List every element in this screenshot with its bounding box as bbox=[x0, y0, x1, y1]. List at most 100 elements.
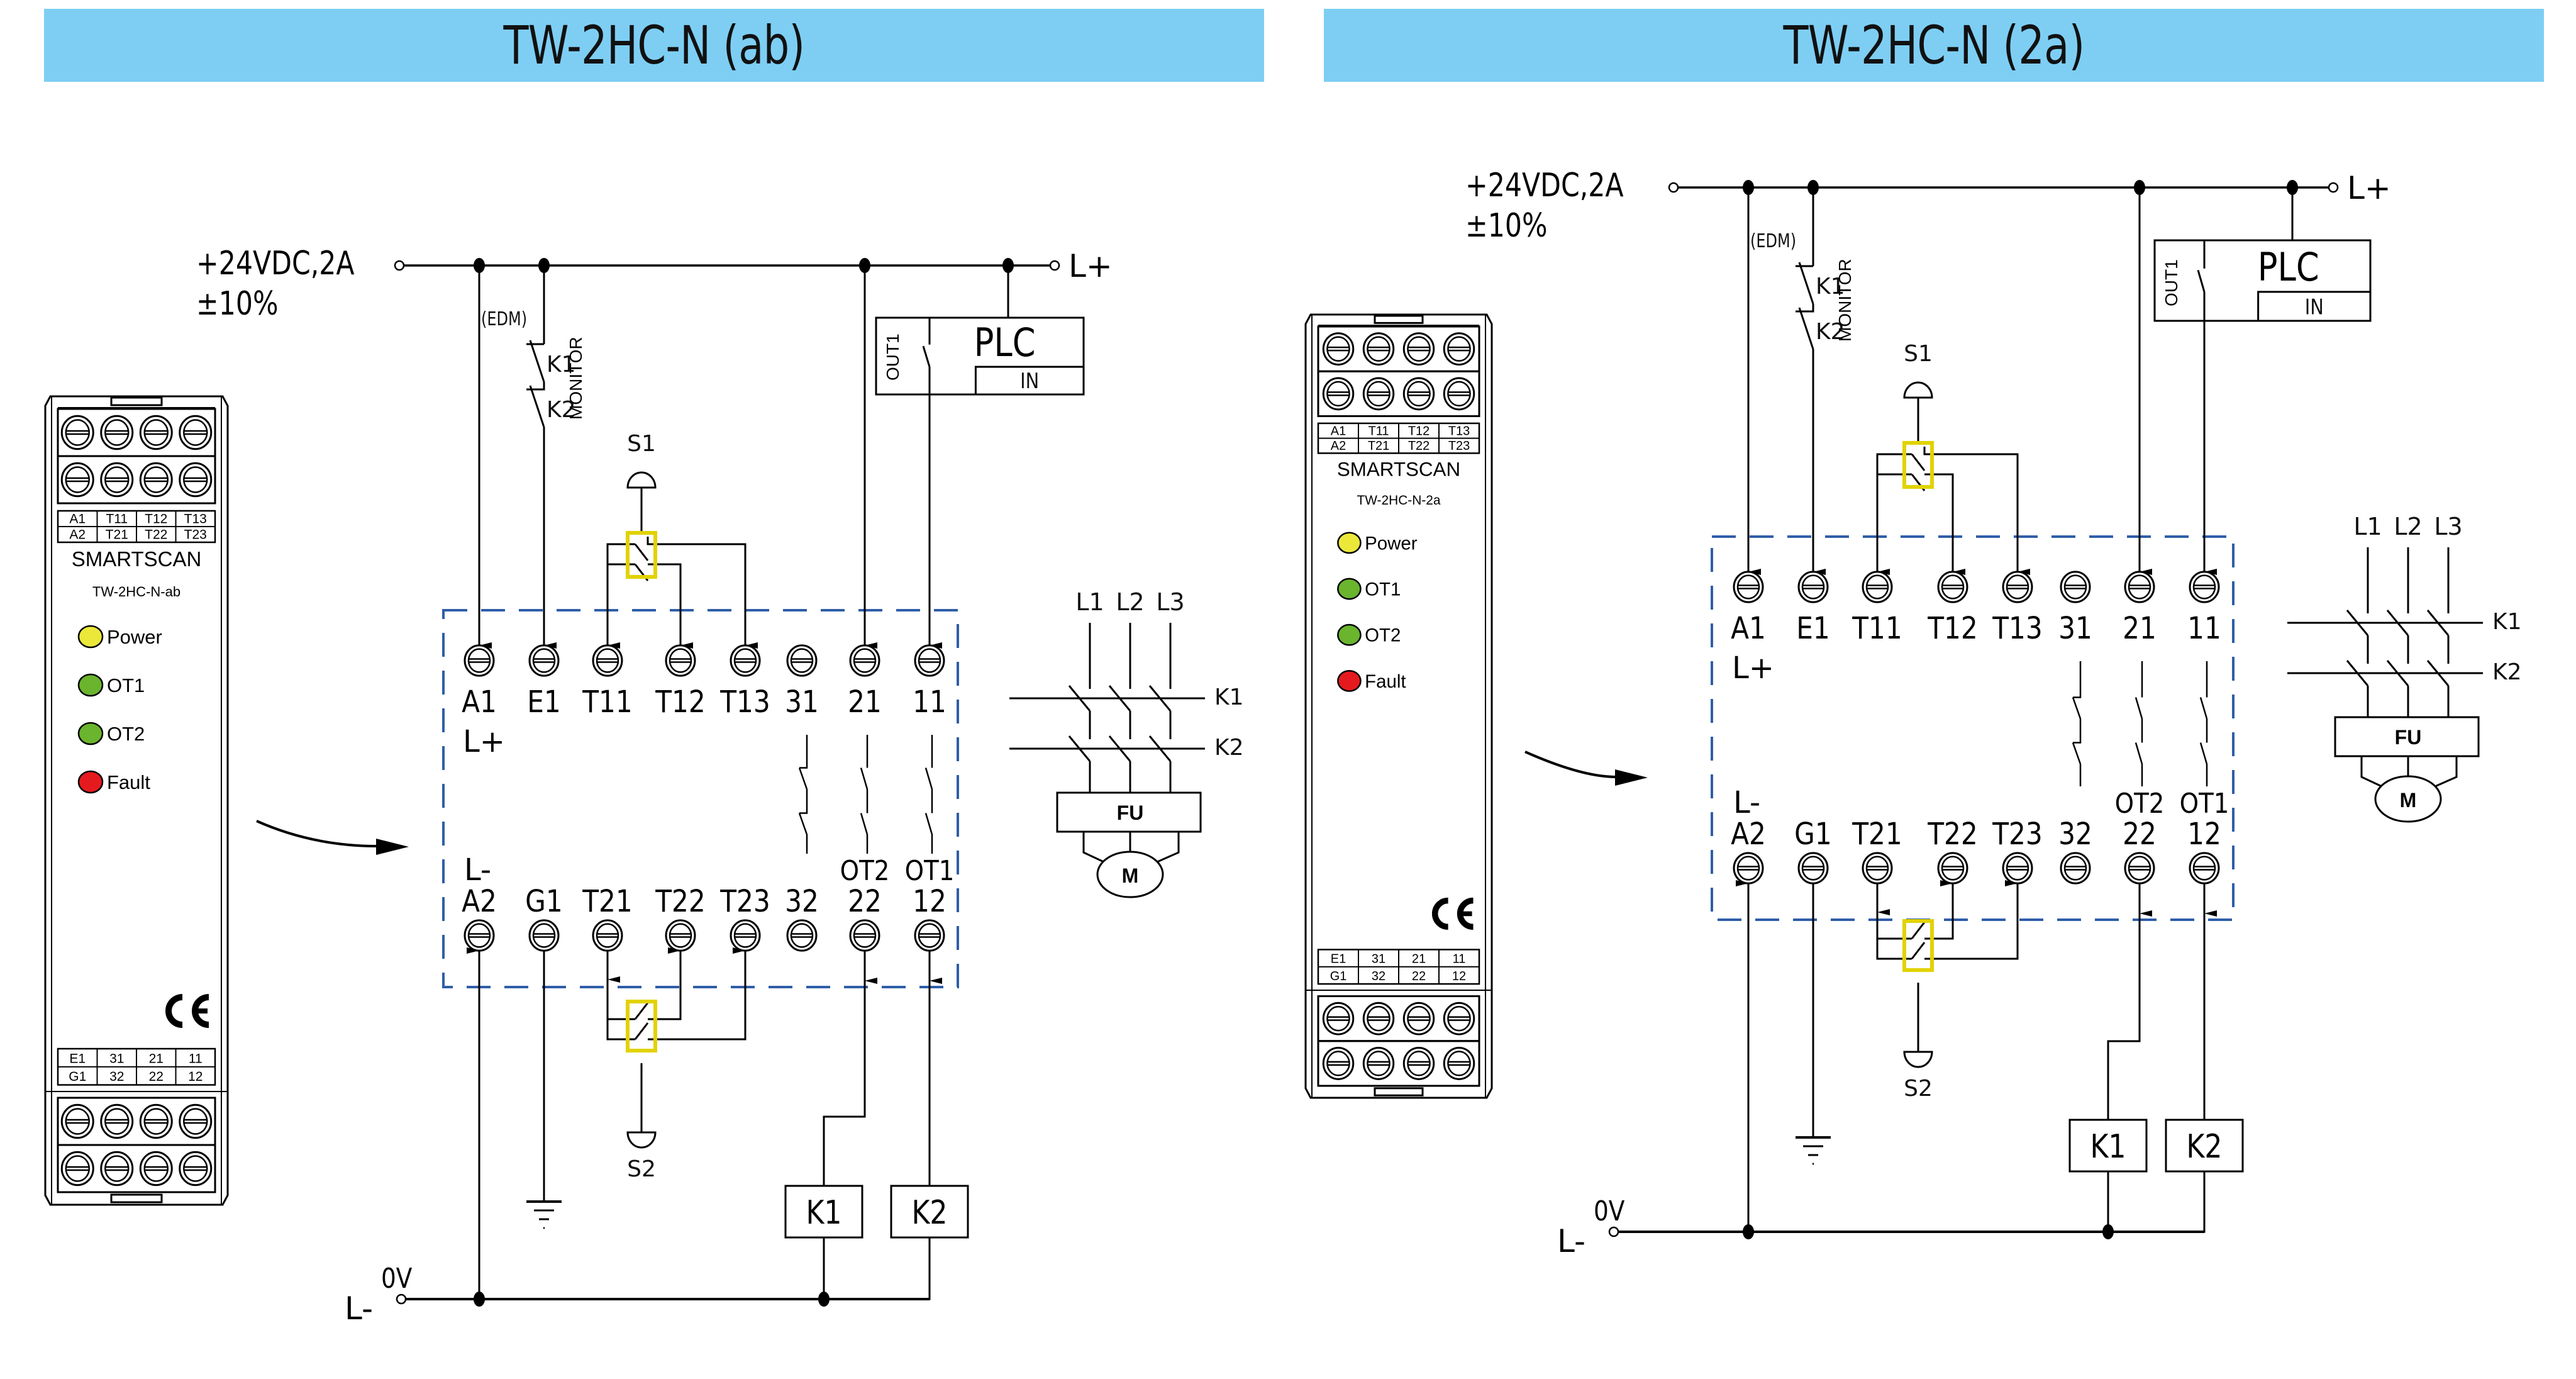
screw-inner-ring bbox=[104, 466, 130, 493]
terminal-t13-icon bbox=[730, 644, 761, 677]
terminal-label: T23 bbox=[719, 883, 770, 918]
table-cell: A2 bbox=[69, 528, 86, 542]
terminal-block bbox=[57, 1144, 216, 1193]
table-cell: G1 bbox=[1330, 969, 1347, 983]
screw-terminal-icon bbox=[1443, 332, 1475, 366]
table-cell: T13 bbox=[184, 512, 207, 527]
ground-icon bbox=[526, 1200, 562, 1229]
contact-k2 bbox=[526, 382, 545, 391]
contactor-k1-label: K1 bbox=[1214, 684, 1244, 710]
terminal-label: G1 bbox=[1794, 816, 1832, 851]
terminal-label: G1 bbox=[525, 883, 563, 918]
table-cell: T21 bbox=[1368, 439, 1389, 453]
wire-22-to-k1 bbox=[823, 951, 866, 1186]
contact-31-32 bbox=[2073, 718, 2082, 744]
terminal-label: T21 bbox=[1852, 816, 1902, 851]
plc-in-label: IN bbox=[2305, 296, 2324, 320]
contact-blade bbox=[2199, 742, 2208, 764]
screw-inner-ring bbox=[183, 1108, 208, 1135]
terminal-block bbox=[1317, 1040, 1480, 1087]
terminal-label: 21 bbox=[848, 684, 882, 719]
internal-relay-contacts bbox=[798, 735, 933, 854]
screw-inner-ring bbox=[2128, 574, 2151, 600]
screw-inner-ring bbox=[596, 923, 619, 948]
terminal-g1-icon bbox=[1797, 852, 1829, 885]
terminal-label: T12 bbox=[1927, 610, 1977, 645]
motor-lead bbox=[2434, 756, 2458, 788]
contact-blade bbox=[1911, 922, 1926, 939]
screw-inner-ring bbox=[918, 923, 941, 948]
mushroom-button-icon bbox=[626, 471, 657, 489]
coil-k2: K2 bbox=[2165, 1119, 2244, 1232]
drive-fu-box bbox=[2334, 716, 2480, 757]
screw-terminal-icon bbox=[1322, 332, 1355, 366]
switch-label: S1 bbox=[1904, 341, 1933, 367]
screw-terminal-icon bbox=[179, 1103, 213, 1139]
terminal-12-icon bbox=[914, 919, 945, 952]
contact-blade bbox=[798, 768, 808, 790]
junction-dot bbox=[1743, 180, 1754, 195]
terminal-32-icon bbox=[2060, 852, 2091, 885]
contact-31-32 bbox=[799, 789, 808, 814]
table-cell: T11 bbox=[1368, 424, 1389, 438]
terminal-a2-icon bbox=[464, 919, 495, 952]
terminal-label: T13 bbox=[1992, 610, 2042, 645]
led-indicator-ot1 bbox=[77, 673, 104, 697]
screw-inner-ring bbox=[1367, 336, 1391, 362]
terminal-e1-icon bbox=[1797, 571, 1829, 603]
terminal-open-circle bbox=[1608, 1226, 1619, 1237]
terminal-open-circle bbox=[2328, 182, 2339, 193]
screw-inner-ring bbox=[143, 1108, 169, 1135]
table-cell: E1 bbox=[69, 1051, 86, 1066]
screw-inner-ring bbox=[669, 648, 692, 673]
plc-label: PLC bbox=[2258, 245, 2319, 290]
motor-lead bbox=[1082, 832, 1104, 863]
phase-label-l2: L2 bbox=[2394, 513, 2422, 540]
screw-terminal-icon bbox=[139, 1103, 173, 1139]
terminal-label: T11 bbox=[1852, 610, 1902, 645]
terminal-label: T11 bbox=[582, 684, 632, 719]
mushroom-button-icon bbox=[626, 1131, 657, 1149]
motor-lead bbox=[2360, 756, 2382, 788]
screw-terminal-icon bbox=[179, 415, 213, 450]
coil-label: K2 bbox=[2186, 1128, 2222, 1166]
screw-terminal-icon bbox=[139, 1151, 173, 1186]
output-ot1-label: OT1 bbox=[905, 855, 955, 887]
terminal-label: T23 bbox=[1992, 816, 2042, 851]
screw-inner-ring bbox=[183, 1155, 208, 1182]
terminal-label: T21 bbox=[582, 883, 632, 918]
junction-dot bbox=[2102, 1224, 2114, 1239]
terminal-t22-icon bbox=[1937, 852, 1968, 885]
device-body bbox=[44, 395, 229, 1206]
junction-dot bbox=[474, 1292, 485, 1307]
table-cell: 11 bbox=[1453, 952, 1466, 966]
screw-inner-ring bbox=[143, 466, 169, 493]
screw-terminal-icon bbox=[60, 415, 94, 450]
screw-inner-ring bbox=[65, 1108, 90, 1135]
plc-label: PLC bbox=[974, 320, 1036, 366]
rail-plus-label: L+ bbox=[1069, 248, 1113, 284]
ground-icon bbox=[1796, 1136, 1831, 1165]
screw-inner-ring bbox=[2006, 574, 2029, 600]
terminal-21-icon bbox=[2124, 571, 2155, 603]
terminal-label: 31 bbox=[785, 684, 819, 719]
terminal-a1-icon bbox=[464, 644, 495, 677]
table-cell: T22 bbox=[145, 528, 167, 542]
terminal-t23-icon bbox=[730, 919, 761, 952]
screw-terminal-icon bbox=[179, 1151, 213, 1186]
led-indicator-power bbox=[77, 625, 104, 649]
plc-out1-label: OUT1 bbox=[883, 333, 902, 381]
table-cell: T12 bbox=[1408, 424, 1430, 438]
contact-blade bbox=[1798, 262, 1814, 304]
coil-label: K1 bbox=[806, 1194, 841, 1232]
terminal-32-icon bbox=[786, 919, 818, 952]
screw-terminal-icon bbox=[1322, 377, 1355, 411]
arrow-head-icon bbox=[376, 839, 409, 855]
coil-k1: K1 bbox=[2068, 1119, 2148, 1232]
screw-inner-ring bbox=[1367, 1051, 1391, 1076]
rail-plus-label: L+ bbox=[2347, 170, 2391, 206]
table-cell: T13 bbox=[1448, 424, 1470, 438]
table-cell: 21 bbox=[1412, 952, 1426, 966]
